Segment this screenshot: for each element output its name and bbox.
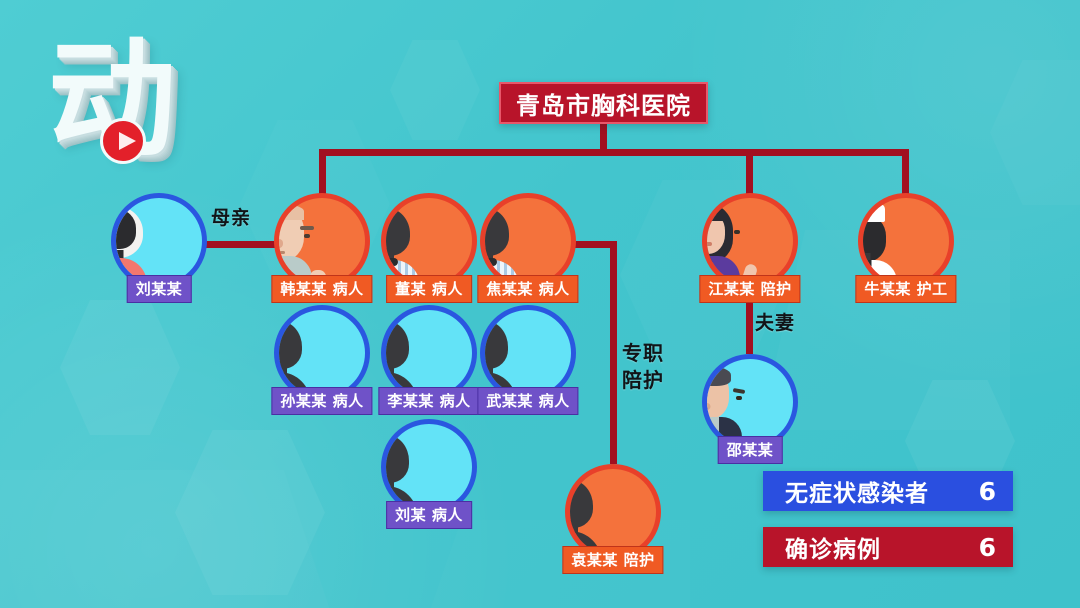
node-li-mou-mou[interactable]: 李某某 病人 — [378, 305, 480, 415]
connector-mother-link — [204, 241, 322, 248]
node-caption-sun-mou-mou: 孙某某 病人 — [271, 387, 373, 415]
relation-mother-text: 母亲 — [211, 207, 252, 229]
node-ring-asymptomatic — [702, 354, 798, 450]
connector-caregiver-top — [566, 241, 617, 248]
page-title: 青岛市胸科医院 — [516, 91, 691, 120]
connector-drop-niu — [902, 149, 909, 197]
node-shao-mou-mou[interactable]: 邵某某 — [702, 354, 798, 464]
legend-asymptomatic: 无症状感染者 6 — [763, 471, 1013, 511]
channel-watermark-logo: 动 — [48, 26, 238, 176]
node-caption-liu-mou-mou: 刘某某 — [126, 275, 192, 303]
relation-caregiver-text-line1: 专职 — [622, 341, 664, 365]
relation-label-full-time-caregiver: 专职 陪护 — [622, 340, 664, 394]
hospital-title-banner: 青岛市胸科医院 — [499, 82, 708, 124]
node-caption-jiang-mou-mou: 江某某 陪护 — [699, 275, 801, 303]
legend-asymptomatic-label: 无症状感染者 — [785, 481, 929, 507]
connector-main-bus — [319, 149, 909, 156]
node-caption-liu-mou: 刘某 病人 — [386, 501, 472, 529]
relation-caregiver-text-line2: 陪护 — [622, 368, 664, 392]
relation-label-mother: 母亲 — [211, 207, 251, 229]
node-caption-niu-mou-mou: 牛某某 护工 — [855, 275, 957, 303]
node-caption-jiao-mou-mou: 焦某某 病人 — [477, 275, 579, 303]
connector-caregiver-stem — [610, 241, 617, 464]
play-triangle-icon — [100, 118, 146, 164]
node-jiao-mou-mou[interactable]: 焦某某 病人 — [477, 193, 579, 303]
node-caption-wu-mou-mou: 武某某 病人 — [477, 387, 579, 415]
node-liu-mou[interactable]: 刘某 病人 — [381, 419, 477, 529]
connector-drop-jiang — [746, 149, 753, 197]
node-jiang-mou-mou[interactable]: 江某某 陪护 — [699, 193, 801, 303]
node-caption-li-mou-mou: 李某某 病人 — [378, 387, 480, 415]
node-ring-confirmed — [480, 193, 576, 289]
node-caption-han-mou-mou: 韩某某 病人 — [271, 275, 373, 303]
legend-confirmed-label: 确诊病例 — [785, 537, 881, 563]
node-caption-yuan-mou-mou: 袁某某 陪护 — [562, 546, 664, 574]
legend-asymptomatic-count: 6 — [978, 476, 997, 506]
node-niu-mou-mou[interactable]: 牛某某 护工 — [855, 193, 957, 303]
node-yuan-mou-mou[interactable]: 袁某某 陪护 — [562, 464, 664, 574]
node-sun-mou-mou[interactable]: 孙某某 病人 — [271, 305, 373, 415]
connector-couple-stem — [746, 288, 753, 354]
node-liu-mou-mou[interactable]: 刘某某 — [111, 193, 207, 303]
relation-couple-text: 夫妻 — [755, 312, 796, 334]
node-ring-confirmed — [381, 193, 477, 289]
red-cross-icon — [863, 208, 869, 220]
node-wu-mou-mou[interactable]: 武某某 病人 — [477, 305, 579, 415]
watermark-glyph: 动 — [48, 26, 177, 175]
relation-label-couple: 夫妻 — [755, 312, 795, 334]
connector-hospital-stem — [600, 124, 607, 152]
node-han-mou-mou[interactable]: 韩某某 病人 — [271, 193, 373, 303]
node-ring-confirmed — [702, 193, 798, 289]
node-caption-shao-mou-mou: 邵某某 — [717, 436, 783, 464]
node-dong-mou[interactable]: 董某 病人 — [381, 193, 477, 303]
legend-confirmed: 确诊病例 6 — [763, 527, 1013, 567]
legend-confirmed-count: 6 — [978, 532, 997, 562]
node-caption-dong-mou: 董某 病人 — [386, 275, 472, 303]
connector-drop-han — [319, 149, 326, 197]
